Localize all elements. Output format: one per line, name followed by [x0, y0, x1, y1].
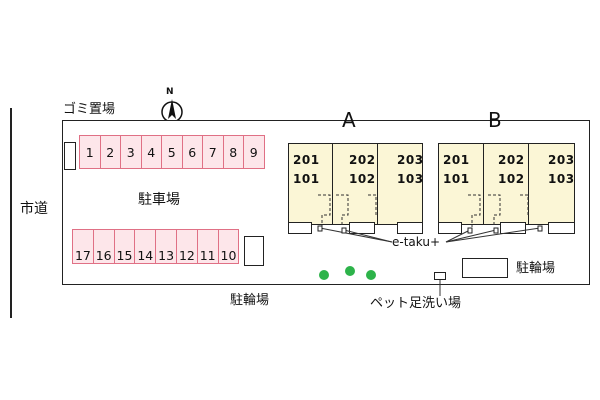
unit-number-lower: 101 [443, 172, 470, 186]
parking-stall: 11 [196, 229, 219, 264]
bike-parking-right [462, 258, 508, 278]
bike-parking-left [244, 236, 264, 266]
road-edge-line [10, 108, 12, 318]
balcony [438, 222, 462, 234]
unit-number-lower: 103 [548, 172, 575, 186]
balcony [548, 222, 575, 234]
parking-label: 駐車場 [138, 192, 180, 208]
north-compass-icon [158, 88, 186, 128]
pet-wash-label: ペット足洗い場 [370, 296, 462, 311]
road-label: 市道 [20, 201, 48, 217]
unit-number-upper: 202 [349, 153, 376, 167]
parking-stall: 2 [99, 135, 121, 169]
unit-number-upper: 201 [443, 153, 470, 167]
unit-number-upper: 202 [498, 153, 525, 167]
unit-number-lower: 103 [397, 172, 424, 186]
unit-number-lower: 102 [498, 172, 525, 186]
unit-number-upper: 203 [548, 153, 575, 167]
parking-stall: 6 [181, 135, 203, 169]
building-b: 201 101 202 102 203 103 [438, 143, 575, 225]
garbage-area-label: ゴミ置場 [63, 102, 116, 117]
compass-north-label: N [166, 87, 174, 97]
balcony [397, 222, 423, 234]
parking-stall: 14 [134, 229, 157, 264]
tree-icon [345, 266, 355, 276]
unit: 203 103 [528, 143, 575, 225]
etaku-label: e-taku+ [392, 235, 441, 249]
unit: 202 102 [483, 143, 529, 225]
unit-number-lower: 102 [349, 172, 376, 186]
parking-stall: 10 [217, 229, 240, 264]
tree-icon [366, 270, 376, 280]
garbage-area [64, 142, 76, 170]
tree-icon [319, 270, 329, 280]
building-a: 201 101 202 102 203 103 [288, 143, 423, 225]
unit: 203 103 [377, 143, 423, 225]
unit-number-upper: 203 [397, 153, 424, 167]
parking-stall: 12 [176, 229, 198, 264]
parking-stall: 9 [243, 135, 265, 169]
bike-parking-left-label: 駐輪場 [230, 293, 270, 308]
unit-number-upper: 201 [293, 153, 320, 167]
pet-wash-station [434, 272, 446, 280]
balcony [349, 222, 375, 234]
balcony [288, 222, 312, 234]
building-b-label: B [488, 108, 502, 132]
unit: 201 101 [288, 143, 333, 225]
unit-number-lower: 101 [293, 172, 320, 186]
bike-parking-right-label: 駐輪場 [516, 261, 556, 276]
building-a-label: A [342, 108, 356, 132]
